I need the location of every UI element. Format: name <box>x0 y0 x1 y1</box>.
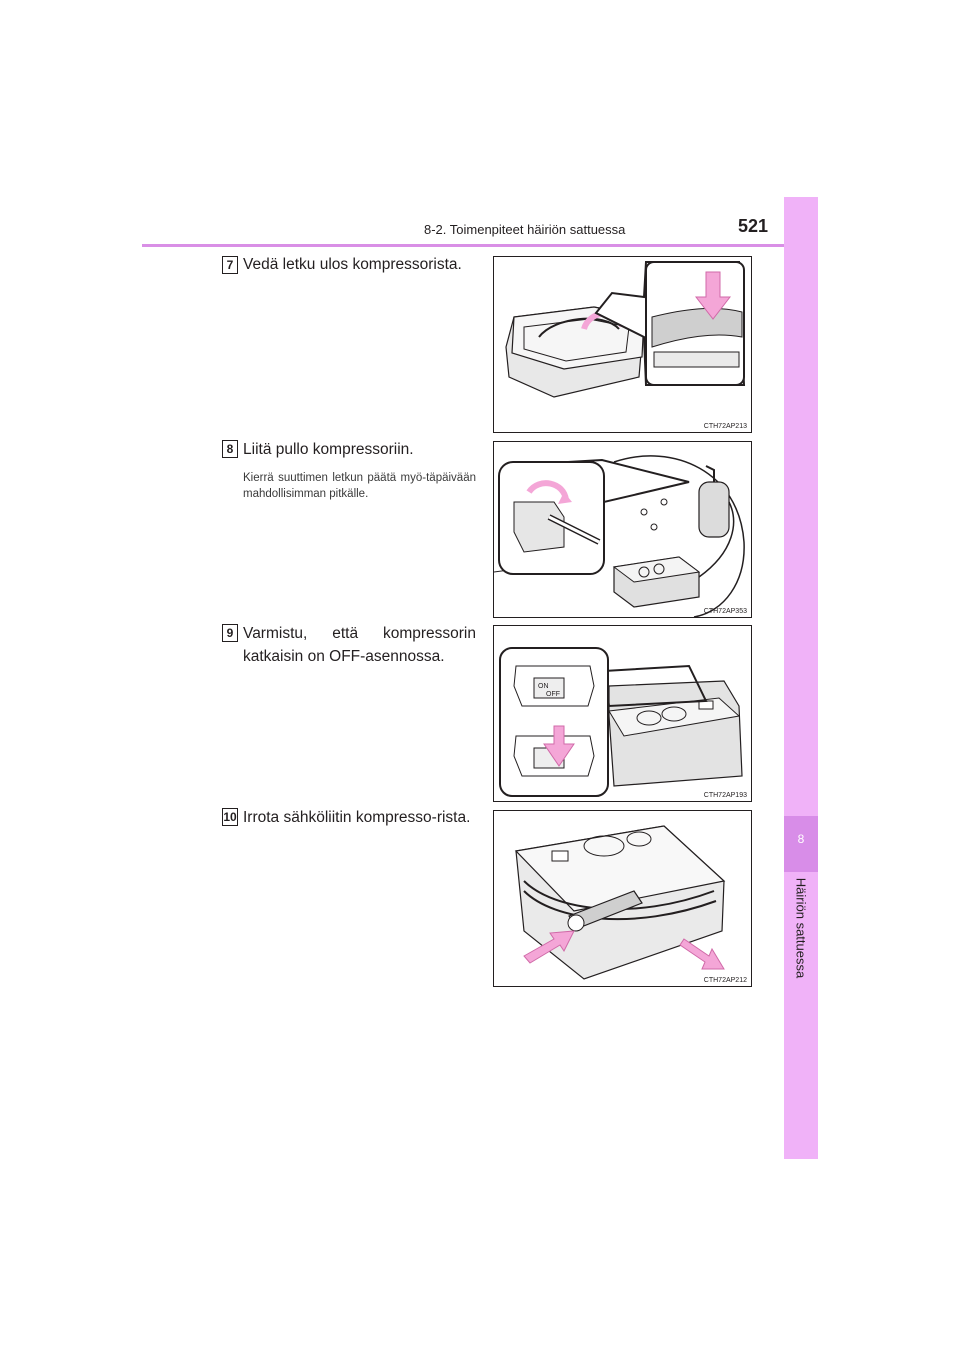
figure-step-10: CTH72AP212 <box>493 810 752 987</box>
step-number-8: 8 <box>222 440 238 458</box>
figure-code-8: CTH72AP353 <box>703 608 747 615</box>
chapter-title: Häiriön sattuessa <box>793 877 809 979</box>
chapter-number: 8 <box>797 832 805 846</box>
figure-step-9: ON OFF CTH72AP193 <box>493 625 752 802</box>
section-title: 8-2. Toimenpiteet häiriön sattuessa <box>424 222 626 237</box>
switch-on-label: ON <box>538 683 549 690</box>
step-number-7: 7 <box>222 256 238 274</box>
chapter-side-tab <box>784 197 818 1159</box>
step-number-9: 9 <box>222 624 238 642</box>
step-text-9: Varmistu, että kompressorin katkaisin on… <box>243 625 476 665</box>
figure-code-10: CTH72AP212 <box>703 977 747 984</box>
figure-code-9: CTH72AP193 <box>703 792 747 799</box>
figure-step-7: CTH72AP213 <box>493 256 752 433</box>
step-subtext-8: Kierrä suuttimen letkun päätä myö-täpäiv… <box>243 472 476 500</box>
header-rule <box>142 244 818 247</box>
page-number: 521 <box>738 216 769 236</box>
step-text-8: Liitä pullo kompressoriin. <box>243 441 414 458</box>
figure-code-7: CTH72AP213 <box>703 423 747 430</box>
switch-off-label: OFF <box>546 691 560 698</box>
figure-step-8: CTH72AP353 <box>493 441 752 618</box>
step-text-7: Vedä letku ulos kompressorista. <box>243 256 462 273</box>
chapter-side-tab-active <box>784 816 818 872</box>
step-number-10: 10 <box>222 808 238 826</box>
step-text-10: Irrota sähköliitin kompresso-rista. <box>243 809 471 826</box>
